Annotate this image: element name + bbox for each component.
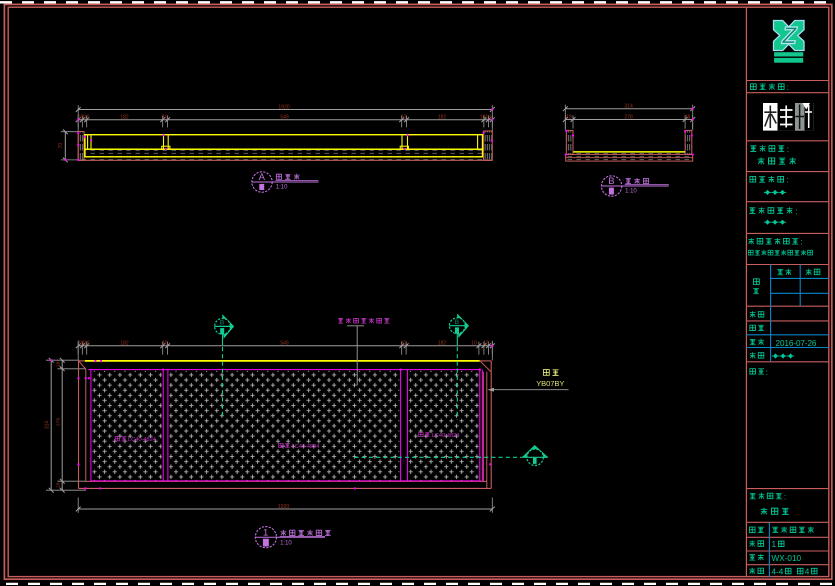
svg-text:1018: 1018 (480, 115, 491, 121)
svg-text:10: 10 (401, 341, 407, 347)
svg-text:4: 4 (805, 568, 810, 577)
svg-text:314: 314 (45, 421, 51, 430)
svg-text:1:10: 1:10 (280, 540, 292, 546)
svg-text:Z: Z (781, 23, 798, 50)
svg-text:1810: 1810 (78, 115, 89, 121)
svg-text::: : (786, 176, 788, 185)
svg-text::: : (801, 238, 803, 247)
svg-text:A: A (259, 172, 266, 183)
svg-text::: : (784, 492, 786, 501)
svg-text:18: 18 (162, 115, 168, 121)
svg-text:549: 549 (280, 341, 289, 347)
svg-text:1:10: 1:10 (276, 185, 288, 191)
svg-text:18: 18 (56, 362, 62, 368)
svg-text:1:10: 1:10 (625, 189, 637, 195)
svg-text:LC40-4824: LC40-4824 (292, 444, 321, 450)
svg-text:18: 18 (685, 115, 691, 121)
svg-text:LC40-4824: LC40-4824 (128, 437, 157, 443)
svg-text:314: 314 (624, 104, 633, 110)
svg-text:18: 18 (162, 341, 168, 347)
svg-text:1920: 1920 (278, 504, 289, 510)
svg-text:182: 182 (120, 115, 129, 121)
svg-text::: : (796, 207, 798, 216)
svg-text:B: B (608, 176, 614, 187)
svg-text:182: 182 (438, 115, 447, 121)
svg-text:10: 10 (471, 341, 477, 347)
svg-text:B: B (220, 320, 225, 327)
svg-text:4-4: 4-4 (772, 568, 784, 577)
svg-text::: : (787, 145, 789, 154)
svg-text:278: 278 (56, 418, 62, 426)
svg-text:1810: 1810 (78, 341, 89, 347)
svg-text:2016-07-26: 2016-07-26 (776, 339, 817, 348)
svg-text:1: 1 (772, 539, 777, 549)
svg-text::: : (766, 368, 768, 377)
svg-text::: : (787, 83, 789, 92)
svg-text:YB07BY: YB07BY (536, 379, 564, 388)
svg-text:1: 1 (263, 527, 268, 538)
svg-text:278: 278 (624, 115, 633, 121)
svg-text:182: 182 (120, 341, 129, 347)
svg-text:18: 18 (566, 115, 572, 121)
svg-text:1920: 1920 (278, 104, 289, 110)
svg-text:70: 70 (58, 143, 64, 149)
svg-text:182: 182 (438, 341, 447, 347)
svg-text:B: B (454, 319, 459, 326)
svg-text:10: 10 (401, 115, 407, 121)
svg-text:LC40-4824: LC40-4824 (432, 433, 461, 439)
svg-text:18: 18 (56, 482, 62, 488)
svg-text:18: 18 (483, 341, 489, 347)
svg-text:WX-010: WX-010 (772, 554, 802, 563)
svg-text:549: 549 (280, 115, 289, 121)
